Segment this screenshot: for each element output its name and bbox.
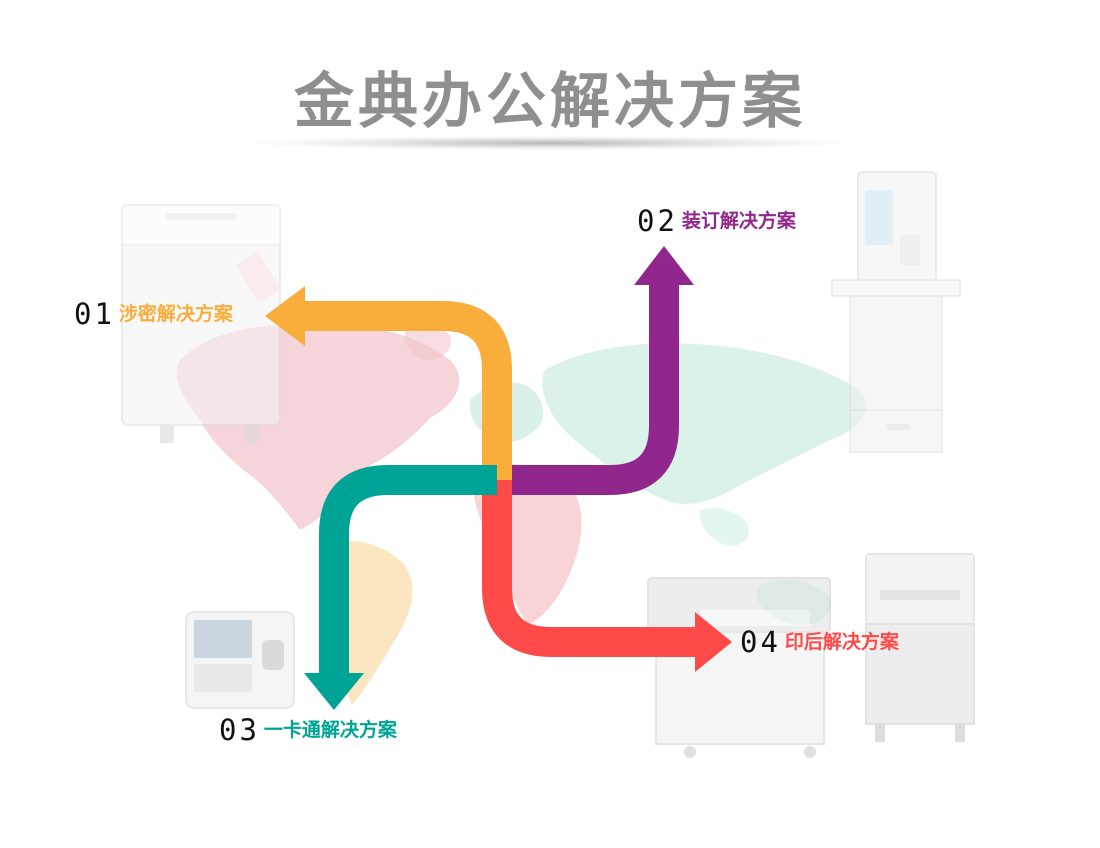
solution-number: 01 xyxy=(74,297,115,331)
arrow-02-head xyxy=(634,246,694,285)
flow-arrows xyxy=(265,246,732,710)
solution-number: 02 xyxy=(637,204,678,238)
arrow-04-body xyxy=(482,480,698,657)
binder-device xyxy=(647,577,831,758)
southeast-asia-shape xyxy=(699,508,749,546)
arrow-01-body xyxy=(302,301,512,480)
title-underline-shadow xyxy=(250,136,850,150)
solution-title: 印后解决方案 xyxy=(784,631,899,653)
paper-cutter-device xyxy=(865,553,975,742)
card-terminal-device xyxy=(185,611,295,709)
arrow-02-body xyxy=(497,275,679,495)
arrow-03-body xyxy=(319,465,497,675)
solution-number: 04 xyxy=(740,625,781,659)
greenland-shape xyxy=(404,325,451,361)
page-title: 金典办公解决方案 xyxy=(294,67,806,137)
arrow-04-head xyxy=(695,612,732,672)
solution-number: 03 xyxy=(219,713,260,747)
binding-machine-device xyxy=(831,171,961,453)
solution-title: 装订解决方案 xyxy=(681,210,796,232)
solution-title: 一卡通解决方案 xyxy=(263,719,397,741)
arrow-03-head xyxy=(304,673,364,710)
arrow-01-head xyxy=(265,286,305,346)
solution-title: 涉密解决方案 xyxy=(118,303,233,325)
asia-shape xyxy=(542,343,866,505)
